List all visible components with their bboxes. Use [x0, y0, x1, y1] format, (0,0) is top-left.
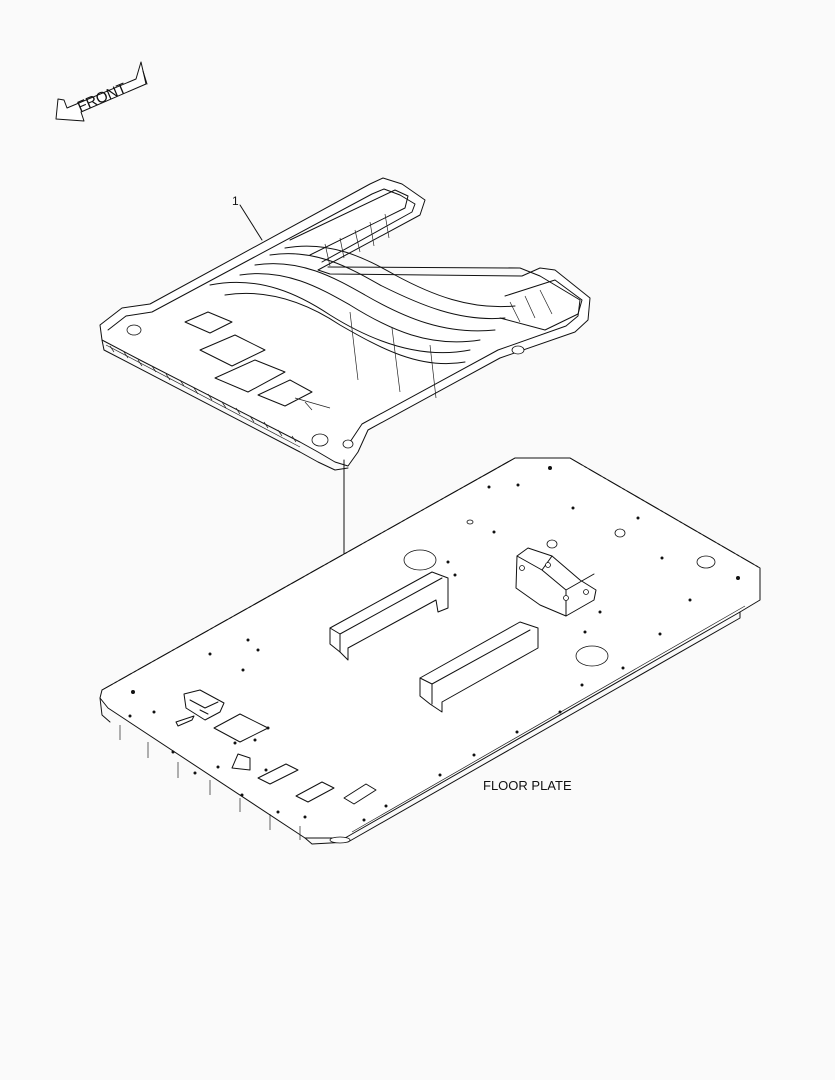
front-arrow: FRONT — [55, 61, 148, 122]
plate-opening-4 — [343, 783, 377, 805]
plate-hole-1 — [403, 549, 437, 571]
part-label: FLOOR PLATE — [483, 778, 572, 793]
callout-leader — [239, 204, 263, 241]
front-arrow-icon — [55, 61, 147, 122]
channel-bracket-right — [419, 621, 539, 713]
plate-hole-2 — [575, 645, 609, 667]
plate-opening-3 — [295, 781, 335, 803]
floor-mat-outline — [99, 177, 591, 467]
floor-mat — [99, 177, 591, 471]
floor-plate-outline — [99, 457, 761, 839]
boss-rear-left — [126, 324, 142, 336]
boss-front-left — [311, 433, 329, 447]
callout-number: 1 — [232, 194, 239, 208]
channel-bracket-left — [329, 571, 449, 661]
boss-front-right — [342, 439, 354, 449]
plate-slot-1 — [175, 715, 195, 727]
boss-right — [511, 345, 525, 355]
front-arrow-label: FRONT — [75, 80, 129, 116]
pedal-bracket — [183, 689, 225, 721]
callout-1: 1 — [232, 194, 263, 241]
plate-opening-2 — [257, 763, 299, 785]
plate-opening-1 — [213, 713, 269, 743]
floor-plate — [99, 457, 761, 845]
